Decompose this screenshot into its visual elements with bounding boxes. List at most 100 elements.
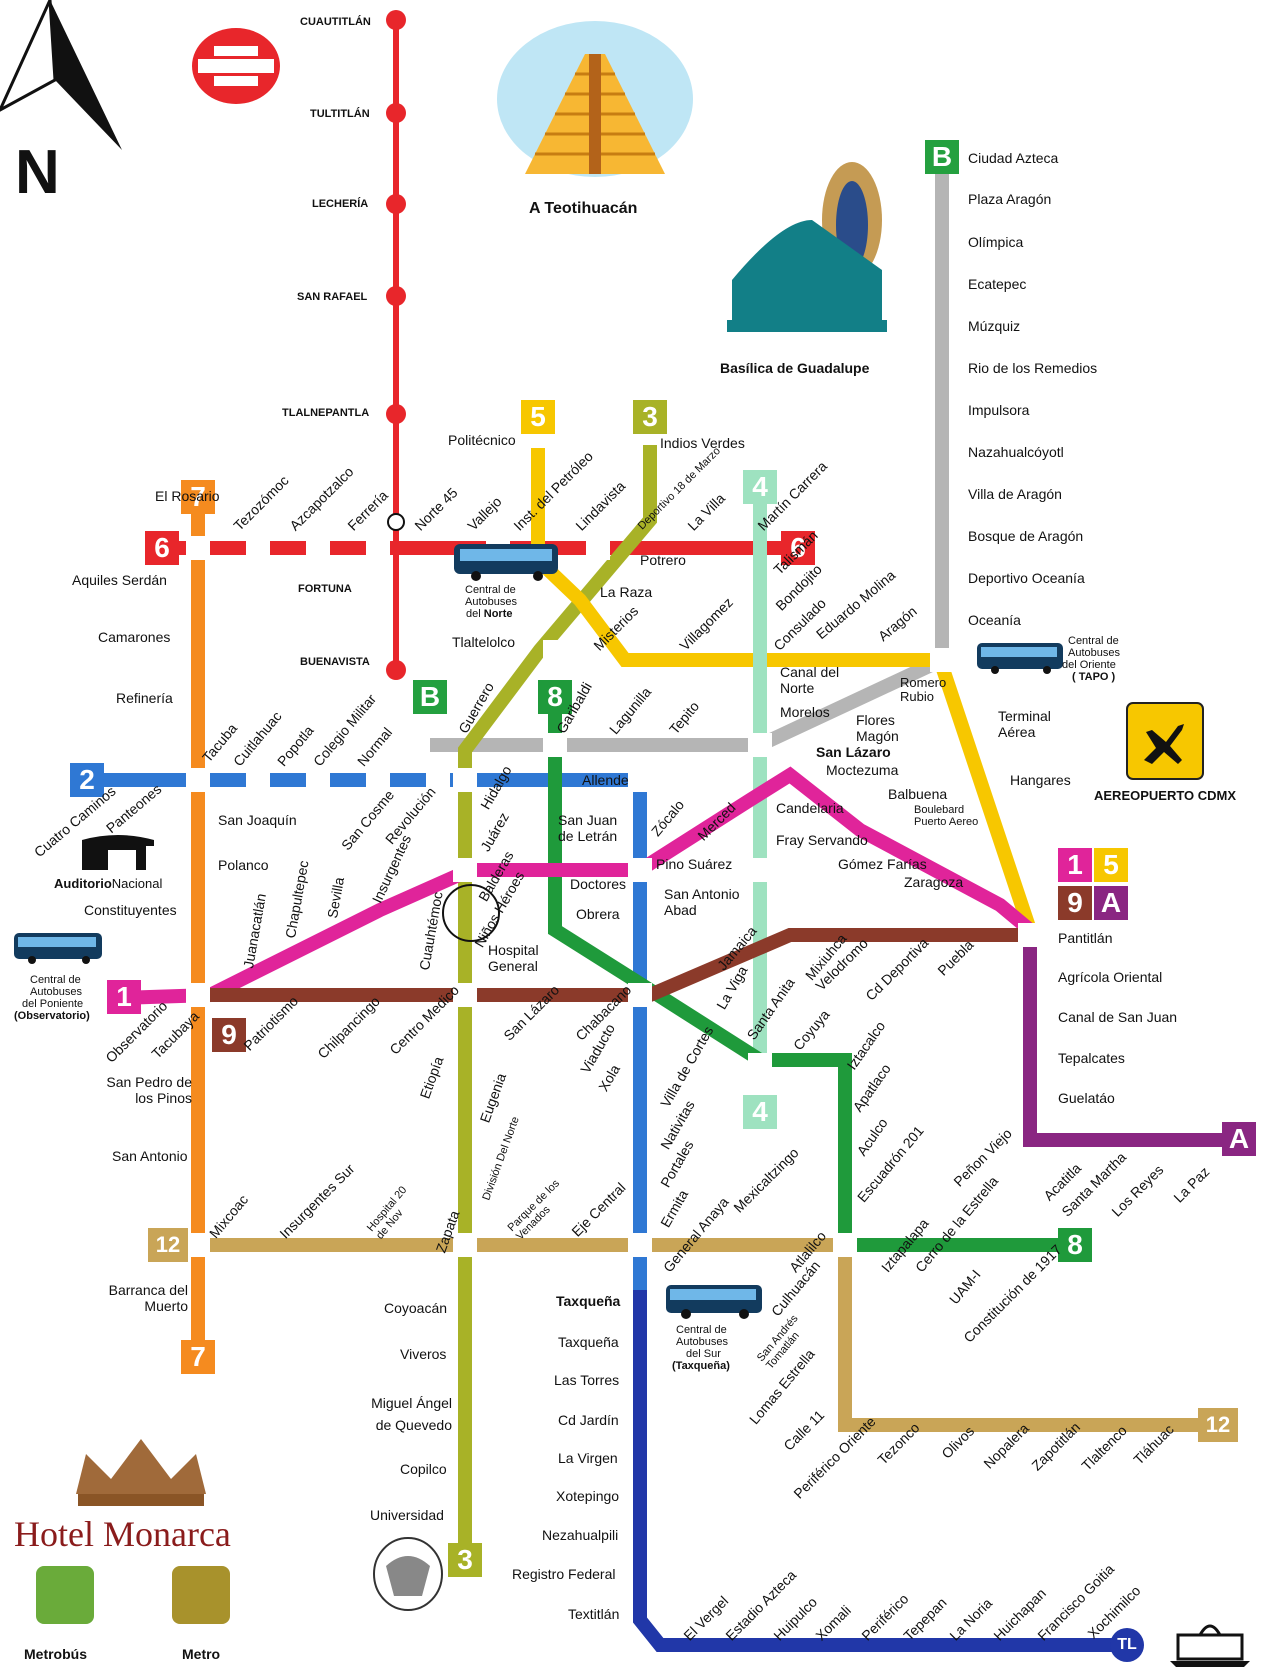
bus-oriente-label-4: ( TAPO ) — [1072, 671, 1116, 683]
bus-poniente-label-4: (Observatorio) — [14, 1010, 90, 1022]
line-12 — [160, 1238, 1205, 1432]
line-8-badge-north: 8 — [538, 680, 572, 714]
station-universidad: Universidad — [370, 1507, 444, 1523]
line-b — [430, 158, 949, 752]
station-san-juan-letran: San Juan de Letrán — [558, 812, 618, 844]
line-1-badge: 1 — [107, 980, 141, 1014]
station-san-lazaro: San Lázaro — [816, 744, 891, 760]
bus-poniente-icon — [12, 930, 104, 966]
station-fray-servando: Fray Servando — [776, 832, 868, 848]
station-xotepingo: Xotepingo — [556, 1488, 620, 1504]
station-coyoacan: Coyoacán — [384, 1300, 448, 1316]
bus-sur-label-3: del Sur — [686, 1348, 721, 1360]
station-rio-remedios: Rio de los Remedios — [968, 360, 1098, 376]
station-guelatao: Guelatáo — [1058, 1090, 1115, 1106]
trajinera-icon — [1160, 1615, 1260, 1669]
metro-legend-icon — [172, 1566, 230, 1624]
line-8-badge-east: 8 — [1058, 1228, 1092, 1262]
bus-sur-icon — [664, 1282, 764, 1320]
station-balbuena: Balbuena — [888, 786, 948, 802]
station-potrero: Potrero — [640, 552, 686, 568]
station-registro-federal: Registro Federal — [512, 1566, 616, 1582]
bus-norte-label-1: Central de — [465, 584, 516, 596]
station-el-rosario: El Rosario — [155, 488, 220, 504]
line-5-badge: 5 — [521, 400, 555, 434]
station-terminal-aerea: Terminal Aérea — [998, 708, 1051, 740]
station-ciudad-azteca: Ciudad Azteca — [968, 150, 1059, 166]
bus-oriente-label-1: Central de — [1068, 635, 1119, 647]
airport-label: AEREOPUERTO CDMX — [1094, 788, 1237, 803]
station-fortuna: FORTUNA — [298, 583, 352, 595]
station-la-virgen: La Virgen — [558, 1450, 618, 1466]
line-a — [1023, 935, 1230, 1147]
teotihuacan-pyramid-icon — [495, 14, 695, 189]
bus-sur-label-2: Autobuses — [676, 1336, 728, 1348]
bus-oriente-label-2: Autobuses — [1068, 647, 1120, 659]
pantitlan-line-5-badge: 5 — [1094, 848, 1128, 882]
bus-poniente-label-3: del Poniente — [22, 998, 84, 1010]
line-2-badge: 2 — [70, 763, 104, 797]
station-morelos: Morelos — [780, 704, 830, 720]
station-candelaria: Candelaria — [776, 800, 844, 816]
station-moctezuma: Moctezuma — [826, 762, 899, 778]
station-polanco: Polanco — [218, 857, 269, 873]
auditorio-icon — [78, 830, 158, 874]
fortuna-stop — [387, 513, 405, 531]
station-constituyentes: Constituyentes — [84, 902, 177, 918]
station-cd-jardin: Cd Jardín — [558, 1412, 619, 1428]
station-san-joaquin: San Joaquín — [218, 812, 297, 828]
station-olimpica: Olímpica — [968, 234, 1024, 250]
line-3-badge-south: 3 — [448, 1543, 482, 1577]
tren-ligero-badge: TL — [1110, 1628, 1144, 1662]
bus-norte-label-3a: del — [466, 608, 484, 620]
bus-sur-label-1: Central de — [676, 1324, 727, 1336]
line-4-badge-south: 4 — [743, 1095, 777, 1129]
station-san-antonio-abad: San Antonio Abad — [664, 886, 740, 918]
bus-norte-icon — [452, 540, 560, 582]
line-b-badge-north: B — [925, 140, 959, 174]
station-copilco: Copilco — [400, 1461, 447, 1477]
metro-logo-icon — [190, 26, 282, 106]
station-bosque-aragon: Bosque de Aragón — [968, 528, 1084, 544]
bus-norte-label-2: Autobuses — [465, 596, 517, 608]
station-obrera: Obrera — [576, 906, 620, 922]
station-textitlan: Textitlán — [568, 1606, 620, 1622]
unam-seal-icon — [372, 1536, 444, 1612]
line-3 — [458, 445, 657, 1550]
line-5 — [531, 448, 1037, 933]
station-impulsora: Impulsora — [968, 402, 1030, 418]
tren-ligero — [633, 1290, 1125, 1652]
station-tlaltelolco: Tlaltelolco — [452, 634, 516, 650]
line-b-badge-west: B — [413, 680, 447, 714]
pantitlan-line-9-badge: 9 — [1058, 886, 1092, 920]
station-refineria: Refinería — [116, 690, 173, 706]
station-san-antonio: San Antonio — [112, 1148, 188, 1164]
bus-poniente-label-2: Autobuses — [30, 986, 82, 998]
line-9 — [200, 928, 1030, 1002]
station-tlalnepantla: TLALNEPANTLA — [282, 407, 370, 419]
bus-norte-label-3: del Norte — [466, 608, 512, 620]
metrobus-legend-label: Metrobús — [24, 1646, 87, 1662]
station-villa-aragon: Villa de Aragón — [968, 486, 1062, 502]
basilica-icon — [722, 160, 892, 350]
station-ecatepec: Ecatepec — [968, 276, 1027, 292]
station-aquiles-serdan: Aquiles Serdán — [72, 572, 167, 588]
line-6-badge-west: 6 — [145, 531, 179, 565]
station-san-pedro-pinos: San Pedro de los Pinos — [106, 1074, 192, 1106]
bus-norte-label-3b: Norte — [483, 608, 513, 620]
station-lecheria: LECHERÍA — [312, 198, 369, 210]
line-12-badge-east: 12 — [1198, 1408, 1238, 1442]
station-nezahualcoyotl: Nazahualcóyotl — [968, 444, 1064, 460]
station-muzquiz: Múzquiz — [968, 318, 1021, 334]
station-canal-san-juan: Canal de San Juan — [1058, 1009, 1178, 1025]
station-las-torres: Las Torres — [554, 1372, 620, 1388]
line-9-badge: 9 — [212, 1018, 246, 1052]
hotel-name: Hotel Monarca — [14, 1514, 231, 1554]
bus-oriente-icon — [975, 640, 1065, 676]
station-hangares: Hangares — [1010, 772, 1071, 788]
line-3-badge-north: 3 — [633, 400, 667, 434]
station-gomez-farias: Gómez Farías — [838, 856, 927, 872]
line-12-badge-west: 12 — [148, 1228, 188, 1262]
station-salto-agua: Doctores — [570, 876, 627, 892]
